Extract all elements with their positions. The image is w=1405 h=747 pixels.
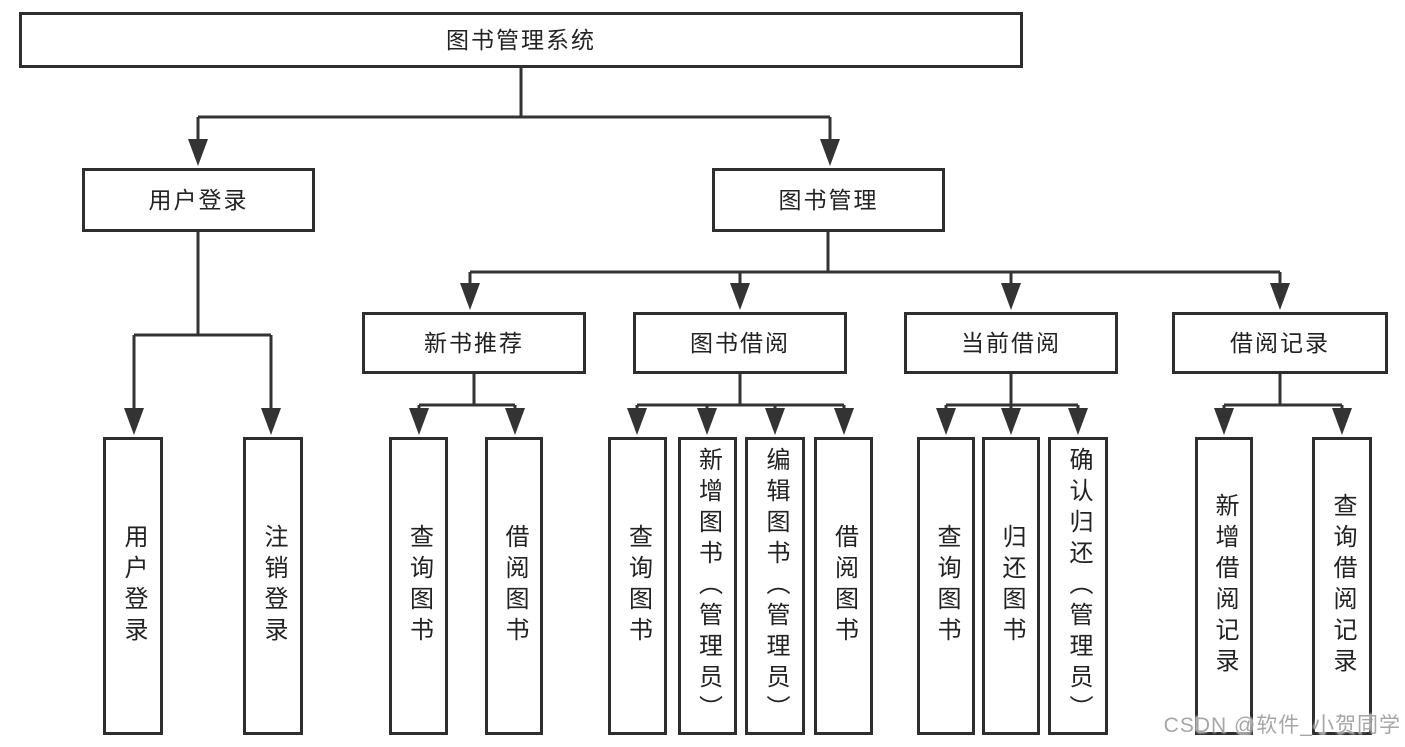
leaf-borrow-books: 借阅图书 — [814, 437, 873, 735]
node-library-management-system: 图书管理系统 — [19, 12, 1023, 68]
node-new-book-recommendation: 新书推荐 — [362, 312, 586, 374]
leaf-add-book-admin: 新增图书（管理员） — [678, 437, 737, 735]
leaf-borrow-books-recommend: 借阅图书 — [485, 437, 543, 735]
arrowheads — [124, 139, 1352, 435]
node-book-borrowing: 图书借阅 — [633, 312, 847, 374]
leaf-add-borrow-record: 新增借阅记录 — [1195, 437, 1253, 735]
leaf-query-borrow-record: 查询借阅记录 — [1312, 437, 1372, 735]
node-current-borrowing: 当前借阅 — [904, 312, 1118, 374]
leaf-confirm-return-admin: 确认归还（管理员） — [1048, 437, 1108, 735]
leaf-user-login: 用户登录 — [103, 437, 163, 735]
leaf-query-books-borrow: 查询图书 — [608, 437, 667, 735]
leaf-return-book: 归还图书 — [982, 437, 1040, 735]
leaf-query-books-current: 查询图书 — [917, 437, 975, 735]
node-book-management: 图书管理 — [712, 168, 945, 232]
csdn-watermark: CSDN @软件_小贺同学 — [1163, 714, 1401, 737]
node-user-login: 用户登录 — [82, 168, 315, 232]
leaf-query-books-recommend: 查询图书 — [389, 437, 448, 735]
leaf-edit-book-admin: 编辑图书（管理员） — [745, 437, 805, 735]
leaf-logout: 注销登录 — [243, 437, 303, 735]
node-borrowing-records: 借阅记录 — [1172, 312, 1388, 374]
